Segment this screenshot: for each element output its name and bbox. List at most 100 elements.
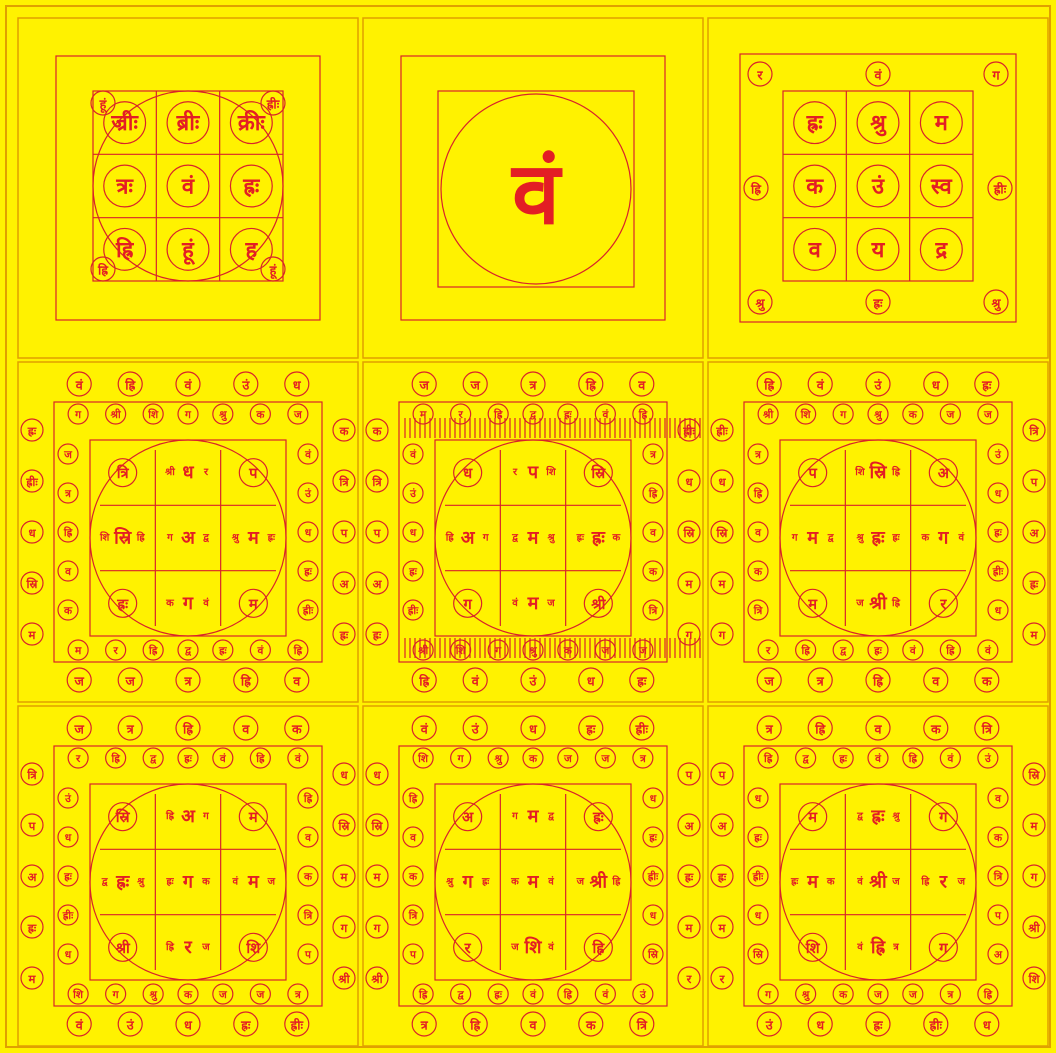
syllable-label: ग xyxy=(112,989,120,1001)
syllable-label: ह्रः xyxy=(27,921,37,935)
syllable-label: ज xyxy=(419,378,430,393)
syllable-label: स्रि xyxy=(338,819,351,833)
syllable-label: ज xyxy=(218,989,228,1001)
syllable-label: अ xyxy=(685,819,695,833)
syllable-label: प xyxy=(340,526,348,540)
syllable-label: ह्रि xyxy=(753,487,763,500)
syllable-label: ध xyxy=(182,462,194,483)
syllable-label: शि xyxy=(545,465,557,478)
syllable-label: ज xyxy=(546,598,555,609)
syllable-label: व xyxy=(304,832,312,844)
syllable-label: वं xyxy=(984,645,992,657)
syllable-label: वं xyxy=(256,645,264,657)
syllable-label: ज xyxy=(891,877,900,888)
syllable-label: अ xyxy=(718,819,728,833)
syllable-label: म xyxy=(527,806,540,827)
syllable-label: ह्रः xyxy=(1029,577,1039,591)
mandala-panel-3: रवंगश्रुह्रःश्रुह्रिह्रीःह्रःश्रुमकउंस्व… xyxy=(708,18,1048,358)
syllable-label: स्रि xyxy=(26,577,39,591)
syllable-label: ह्रः xyxy=(872,296,883,311)
syllable-label: म xyxy=(248,809,259,826)
syllable-label: स्रि xyxy=(115,808,131,826)
syllable-label: वं xyxy=(75,1018,84,1033)
syllable-label: त्रि xyxy=(116,464,130,482)
syllable-label: वं xyxy=(304,449,312,461)
syllable-label: हूं xyxy=(99,97,108,114)
syllable-label: ज xyxy=(74,722,85,737)
syllable-label: श्री xyxy=(417,644,429,657)
syllable-label: त्र xyxy=(184,674,193,689)
syllable-label: उं xyxy=(241,378,250,393)
syllable-label: ह्रि xyxy=(763,752,773,765)
syllable-label: प xyxy=(994,910,1002,922)
syllable-label: म xyxy=(248,596,259,613)
syllable-label: त्रि xyxy=(26,768,37,782)
syllable-label: क xyxy=(826,877,836,888)
syllable-label: ध xyxy=(685,475,693,489)
syllable-label: ह्रि xyxy=(240,674,252,689)
syllable-label: स्व xyxy=(930,175,953,200)
syllable-label: ह्रि xyxy=(97,263,109,278)
syllable-label: ग xyxy=(482,533,489,544)
syllable-label: ह्रि xyxy=(870,936,887,958)
syllable-label: ध xyxy=(529,722,538,737)
syllable-label: क xyxy=(838,989,848,1001)
syllable-label: श्री xyxy=(590,871,609,893)
syllable-label: प xyxy=(304,949,312,961)
syllable-label: स्रि xyxy=(1028,768,1041,782)
syllable-label: र xyxy=(112,645,118,657)
syllable-label: व xyxy=(754,527,762,539)
syllable-label: ह्रः xyxy=(806,111,825,136)
syllable-label: श्री xyxy=(590,595,606,613)
syllable-label: म xyxy=(527,593,540,614)
syllable-label: क xyxy=(372,424,383,438)
syllable-label: ध xyxy=(650,793,657,805)
syllable-label: क्रीः xyxy=(237,109,267,136)
syllable-label: ज xyxy=(945,409,955,421)
syllable-label: ह्रः xyxy=(592,809,605,826)
syllable-label: म xyxy=(28,972,37,986)
syllable-label: ह्रः xyxy=(870,806,886,827)
syllable-label: त्रि xyxy=(1028,424,1039,438)
syllable-label: ह्रः xyxy=(993,527,1003,539)
syllable-label: त्रि xyxy=(753,604,764,617)
syllable-label: उं xyxy=(874,378,883,393)
syllable-label: ग xyxy=(373,921,381,935)
syllable-label: ह्रः xyxy=(636,674,647,689)
syllable-label: श्रु xyxy=(136,877,145,888)
syllable-label: ग xyxy=(685,628,693,642)
syllable-label: शि xyxy=(805,939,821,957)
syllable-label: श्रु xyxy=(801,989,810,1002)
syllable-label: ज xyxy=(764,674,775,689)
syllable-label: स्रि xyxy=(716,526,729,540)
syllable-label: स्रि xyxy=(113,527,132,549)
syllable-label: ध xyxy=(718,475,726,489)
syllable-label: क xyxy=(339,424,350,438)
syllable-label: त्र xyxy=(529,378,538,393)
syllable-label: र xyxy=(756,68,763,83)
syllable-label: वं xyxy=(202,597,209,609)
syllable-label: क xyxy=(408,871,418,883)
syllable-label: ज xyxy=(293,409,303,421)
syllable-label: द्व xyxy=(149,753,157,765)
syllable-label: ह्रि xyxy=(418,988,428,1001)
syllable-label: य xyxy=(871,238,886,263)
syllable-label: ग xyxy=(457,753,465,765)
syllable-label: ह्रः xyxy=(242,175,261,200)
syllable-label: ह्रः xyxy=(267,533,276,544)
syllable-label: वं xyxy=(181,175,195,200)
syllable-label: प xyxy=(527,462,539,483)
syllable-label: श्री xyxy=(869,592,888,614)
syllable-label: प xyxy=(1030,475,1038,489)
syllable-label: अ xyxy=(28,870,38,884)
syllable-label: ह्रीः xyxy=(62,909,74,922)
syllable-label: वं xyxy=(958,532,965,544)
syllable-label: म xyxy=(527,528,540,549)
syllable-label: ह्रः xyxy=(408,566,418,578)
syllable-label: क xyxy=(201,877,211,888)
syllable-label: वं xyxy=(856,941,863,953)
syllable-label: स्रि xyxy=(647,948,659,961)
syllable-label: त्रि xyxy=(408,909,419,922)
syllable-label: व xyxy=(409,832,417,844)
syllable-label: र xyxy=(939,596,947,613)
